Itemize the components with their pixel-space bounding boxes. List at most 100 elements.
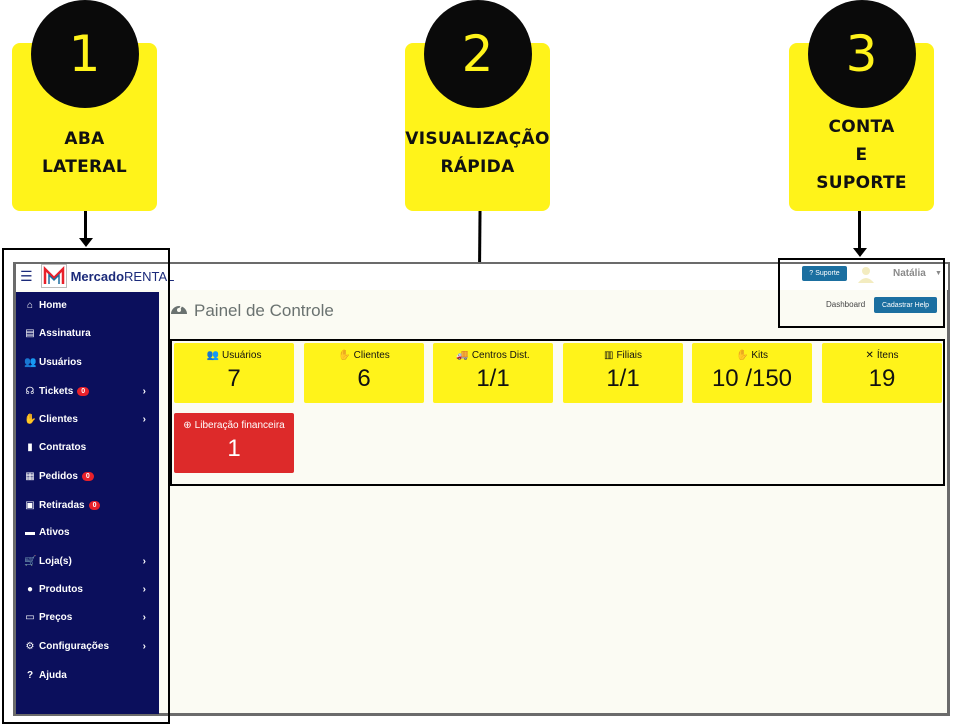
gauge-icon <box>170 300 188 321</box>
sidebar-item-ativos[interactable]: ▬ Ativos <box>24 523 154 541</box>
sidebar-highlight-box <box>2 248 170 724</box>
page-title: Painel de Controle <box>170 300 334 321</box>
arrow-3 <box>858 211 861 249</box>
sidebar-item-usu-rios[interactable]: 👥Usuários <box>24 353 154 371</box>
support-button[interactable]: ? Suporte <box>802 266 847 281</box>
caret-down-icon[interactable]: ▼ <box>935 270 942 277</box>
brand-name: MercadoRENTAL <box>70 268 175 284</box>
chevron-right-icon: › <box>142 413 146 425</box>
sidebar-item-label: Produtos <box>39 583 83 595</box>
top-bar <box>16 264 948 290</box>
hamburger-icon[interactable]: ☰ <box>20 267 33 284</box>
chevron-right-icon: › <box>142 555 146 567</box>
sidebar-item-configura-es[interactable]: ⚙ Configurações › <box>24 637 154 655</box>
cart-icon: 🛒 <box>24 555 37 567</box>
tools-icon: ✕ <box>865 350 874 361</box>
handshake-icon: ✋ <box>24 413 37 425</box>
cards-highlight-box <box>170 339 945 486</box>
sidebar-item-home[interactable]: ⌂ Home <box>24 296 154 314</box>
building-icon: ▥ <box>603 350 614 361</box>
file-icon: ▮ <box>27 441 33 453</box>
stat-card-value: 10 /150 <box>711 365 793 392</box>
sidebar-item-label: Preços <box>39 611 73 623</box>
stat-card-value: 6 <box>357 365 371 392</box>
stat-card-value: 1/1 <box>606 365 640 392</box>
stat-card-label: 🚚Centros Dist. <box>456 350 530 361</box>
sidebar-item-label: Pedidos <box>39 470 78 482</box>
brand: ☰ MercadoRENTAL <box>20 264 174 288</box>
stat-card-centros-dist-[interactable]: 🚚Centros Dist. 1/1 <box>433 343 553 403</box>
sidebar-item-contratos[interactable]: ▮Contratos <box>24 438 154 456</box>
box-icon: ▣ <box>25 499 35 511</box>
sidebar-item-label: Ajuda <box>39 669 67 681</box>
count-badge: 0 <box>81 471 94 481</box>
stat-card-value: 7 <box>227 365 241 392</box>
question-icon: ? <box>809 270 814 277</box>
users-icon: 👥 <box>24 356 37 368</box>
stat-card-label: 👥Usuários <box>206 350 262 361</box>
sidebar-item-clientes[interactable]: ✋Clientes › <box>24 410 154 428</box>
avatar[interactable] <box>857 265 875 283</box>
sidebar-item-label: Loja(s) <box>39 555 72 567</box>
m-logo-icon <box>40 264 67 288</box>
sidebar-item-produtos[interactable]: ● Produtos › <box>24 580 154 598</box>
count-badge: 0 <box>88 500 101 510</box>
sidebar-item-assinatura[interactable]: ▤ Assinatura <box>24 324 154 342</box>
stat-card-label: ⊕Liberação financeira <box>183 420 285 431</box>
callout-number: 3 <box>807 0 916 108</box>
stat-card-label: ✕Ítens <box>865 350 899 361</box>
arrow-1 <box>84 211 87 239</box>
sidebar-item-label: Ativos <box>39 526 70 538</box>
stat-card-label: ▥Filiais <box>603 350 642 361</box>
stat-card-value: 1/1 <box>476 365 510 392</box>
callout-conta-suporte: 3 CONTA E SUPORTE <box>789 0 934 211</box>
callout-number: 1 <box>30 0 139 108</box>
dashboard-link[interactable]: Dashboard <box>826 300 866 309</box>
home-icon: ⌂ <box>26 299 34 311</box>
stat-card-usu-rios[interactable]: 👥Usuários 7 <box>174 343 294 403</box>
sidebar-item-ajuda[interactable]: ?Ajuda <box>24 666 154 684</box>
sidebar-item-pre-os[interactable]: ▭ Preços › <box>24 608 154 626</box>
gears-icon: ⚙ <box>25 640 35 652</box>
chevron-right-icon: › <box>142 583 146 595</box>
callout-label: ABA LATERAL <box>41 129 128 177</box>
chevron-right-icon: › <box>142 611 146 623</box>
document-icon: ▤ <box>25 327 35 339</box>
stat-card-label: ✋Clientes <box>338 350 390 361</box>
stat-card-kits[interactable]: ✋Kits 10 /150 <box>692 343 812 403</box>
sidebar-item-label: Configurações <box>39 640 110 652</box>
circle-info-icon: ● <box>26 583 34 595</box>
briefcase-icon: ▬ <box>25 526 35 538</box>
stat-card--tens[interactable]: ✕Ítens 19 <box>822 343 942 403</box>
sidebar-item-label: Clientes <box>39 413 78 425</box>
chevron-right-icon: › <box>142 385 146 397</box>
pallet-icon: ▦ <box>25 470 35 482</box>
sidebar-item-label: Usuários <box>39 356 82 368</box>
callout-aba-lateral: 1 ABA LATERAL <box>12 0 157 211</box>
callout-label: CONTA E SUPORTE <box>816 117 907 193</box>
callout-visualizacao-rapida: 2 VISUALIZAÇÃO RÁPIDA <box>405 0 550 211</box>
users-icon: 👥 <box>206 350 219 361</box>
arrow-3-head <box>853 248 867 257</box>
stat-card-filiais[interactable]: ▥Filiais 1/1 <box>563 343 683 403</box>
truck-icon: 🚚 <box>456 350 469 361</box>
sidebar-item-label: Assinatura <box>39 327 91 339</box>
cadastrar-help-button[interactable]: Cadastrar Help <box>874 297 937 313</box>
handshake-icon: ✋ <box>338 350 351 361</box>
stat-card-clientes[interactable]: ✋Clientes 6 <box>304 343 424 403</box>
chevron-right-icon: › <box>142 640 146 652</box>
stat-card-value: 19 <box>868 365 896 392</box>
headset-icon: ☊ <box>25 385 35 397</box>
arrow-1-head <box>79 238 93 247</box>
money-icon: ▭ <box>25 611 35 623</box>
user-name[interactable]: Natália <box>893 268 926 279</box>
account-highlight-box <box>778 258 945 328</box>
stat-card-label: ✋Kits <box>735 350 769 361</box>
sidebar-item-label: Home <box>39 299 67 311</box>
sidebar-item-loja-s-[interactable]: 🛒Loja(s) › <box>24 552 154 570</box>
